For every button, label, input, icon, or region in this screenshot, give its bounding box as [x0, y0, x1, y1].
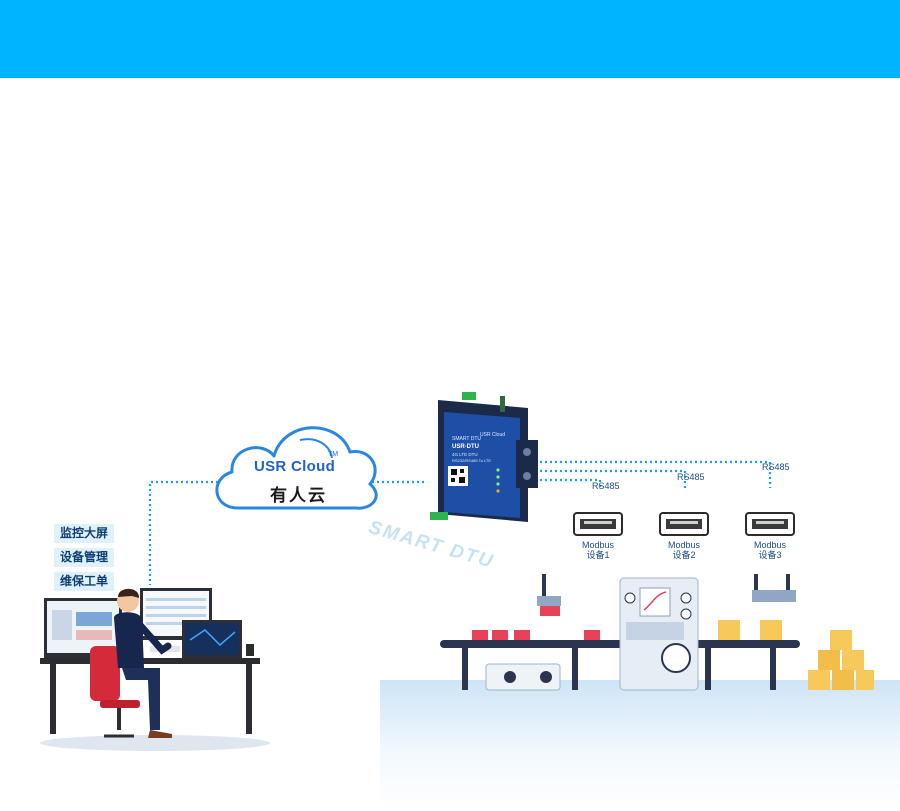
rs485-label-2: RS485	[677, 472, 705, 482]
dtu-to-device1-line	[540, 478, 602, 488]
device-2-port	[659, 512, 709, 536]
cloud-to-office-line	[148, 480, 218, 585]
cloud-name-cn: 有人云	[270, 486, 327, 505]
device-1-port	[573, 512, 623, 536]
device-3-port	[745, 512, 795, 536]
desk-shadow	[40, 735, 270, 751]
dtu-to-device2-line	[540, 469, 687, 488]
device-1-label: Modbus 设备1	[568, 540, 628, 560]
tag-monitor-screen: 监控大屏	[54, 524, 114, 543]
dtu-sub1-text: 4G LTE DTU	[452, 452, 478, 457]
factory-line	[440, 574, 874, 691]
office-workstation	[40, 588, 260, 738]
rs485-label-1: RS485	[592, 481, 620, 491]
dtu-model-text: USR-DTU	[452, 444, 479, 450]
field-devices	[573, 512, 795, 536]
device-3-protocol: Modbus	[753, 540, 787, 550]
connection-lines	[148, 460, 772, 585]
floor-glow	[380, 680, 900, 811]
cloud-icon	[215, 426, 378, 510]
rs485-label-3: RS485	[762, 462, 790, 472]
tag-device-management: 设备管理	[54, 548, 114, 567]
device-1-protocol: Modbus	[581, 540, 615, 550]
dtu-brand-text: SMART DTU	[452, 436, 481, 442]
cloud-trademark: TM	[328, 451, 339, 458]
device-2-label: Modbus 设备2	[654, 540, 714, 560]
dtu-logo-text: USR Cloud	[480, 432, 505, 438]
device-3-label: Modbus 设备3	[740, 540, 800, 560]
device-1-name: 设备1	[586, 550, 610, 560]
dtu-device	[430, 392, 538, 522]
top-banner	[0, 0, 900, 78]
dtu-to-device3-line	[540, 460, 772, 488]
dtu-sub2-text: RS232/RS485 To LTE	[452, 458, 491, 463]
device-2-protocol: Modbus	[667, 540, 701, 550]
dtu-device-labels: SMART DTU USR-DTU 4G LTE DTU RS232/RS485…	[452, 432, 505, 463]
tag-maintenance-order: 维保工单	[54, 572, 114, 591]
device-3-name: 设备3	[758, 550, 782, 560]
device-2-name: 设备2	[672, 550, 696, 560]
cloud-logo-text: USR Cloud	[254, 458, 336, 475]
